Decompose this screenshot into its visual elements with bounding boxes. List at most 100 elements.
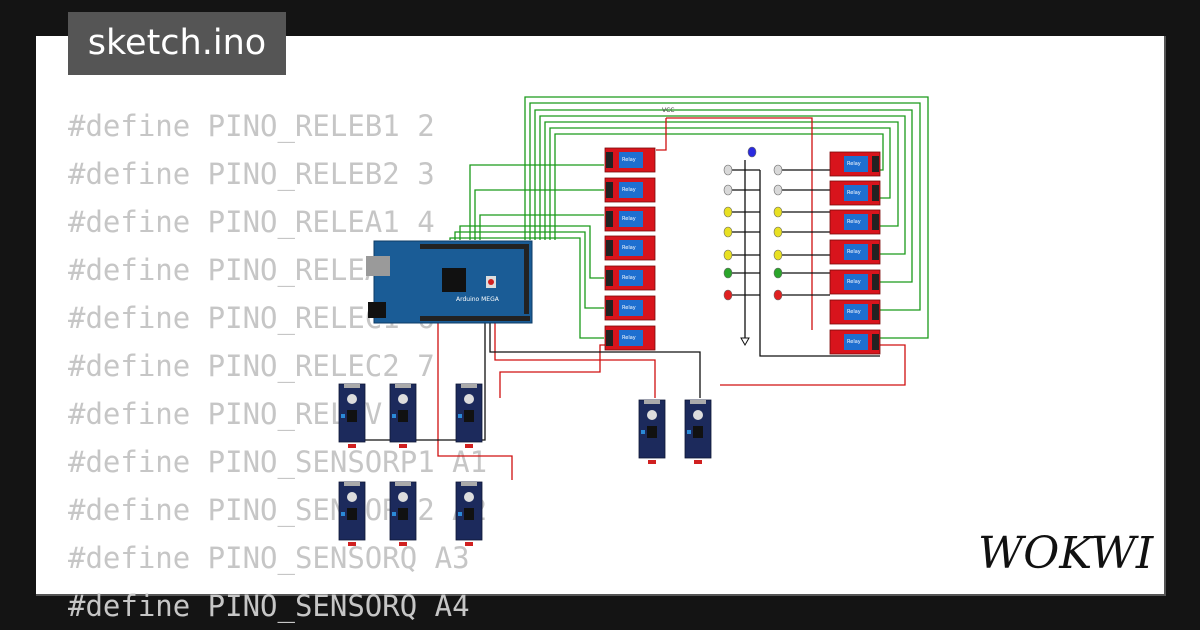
relay-terminal [872,274,879,290]
relay-coil [619,330,643,346]
code-line[interactable]: #define PINO_SENSORQ A3 [68,541,470,575]
sensor-probe [399,542,407,546]
relay-module: Relay [829,239,881,265]
sensor-pot [464,492,474,502]
relay-terminal [872,244,879,260]
sensor-pot [347,394,357,404]
code-line[interactable]: #define PINO_RELEC2 7 [68,349,435,383]
relay-terminal [606,330,613,346]
reset-dot [488,279,494,285]
relay-label: Relay [622,157,636,163]
relay-coil [844,214,868,230]
relay-terminal [606,270,613,286]
sensor-module [338,383,366,448]
relay-coil [844,185,868,201]
wire [474,189,604,240]
sensor-pot [347,492,357,502]
relay-module: Relay [829,180,881,206]
relay-coil [844,244,868,260]
sensor-chip [464,508,474,520]
wire [554,133,884,240]
sensor-led [641,430,645,434]
sensor-chip [398,410,408,422]
wire [499,344,605,398]
ground-symbol [740,337,750,347]
code-line[interactable]: #define PINO_RELEB2 3 [68,157,435,191]
wire [489,322,701,398]
relay-label: Relay [622,335,636,341]
wire [454,231,604,309]
sensor-pins [395,482,411,486]
sensor-led [458,414,462,418]
relay-coil [844,156,868,172]
file-name-tab[interactable]: sketch.ino [68,12,286,75]
wire [449,237,604,339]
relay-coil [619,270,643,286]
code-line[interactable]: #define PINO_RELEC1 6 [68,301,435,335]
led [723,226,733,238]
led [723,249,733,261]
relay-label: Relay [847,161,861,167]
relay-coil [844,274,868,290]
relay-terminal [606,182,613,198]
header-bottom [420,316,530,321]
relay-label: Relay [847,249,861,255]
usb-port [366,256,390,276]
sensor-chip [464,410,474,422]
code-line[interactable]: #define PINO_RELEA1 4 [68,205,435,239]
relay-terminal [872,156,879,172]
wire [529,102,921,311]
sensor-led [458,512,462,516]
wire [656,118,667,151]
sensor-probe [399,444,407,448]
relay-coil [619,182,643,198]
sensor-pins [344,482,360,486]
relay-module: Relay [829,151,881,177]
relay-label: Relay [622,187,636,193]
relay-terminal [606,211,613,227]
wires [352,96,929,480]
components: VCCRelayRelayRelayRelayRelayRelayRelayRe… [338,107,881,546]
relay-coil [619,152,643,168]
led [723,267,733,279]
header-side [524,244,529,314]
sensor-chip [347,410,357,422]
sensor-pins [644,400,660,404]
sensor-module [389,481,417,546]
relay-label: Relay [622,216,636,222]
wokwi-logo-text: WOKWI [978,528,1155,579]
led [723,206,733,218]
wire [524,96,929,339]
sensor-led [392,414,396,418]
sensor-pot [647,410,657,420]
relay-label: Relay [622,245,636,251]
sensor-pot [398,492,408,502]
relay-module: Relay [604,295,656,321]
relay-label: Relay [622,305,636,311]
relay-module: Relay [829,269,881,295]
relay-coil [619,211,643,227]
relay-coil [844,334,868,350]
relay-label: Relay [847,309,861,315]
sensor-module [684,399,712,464]
wire [494,322,656,398]
led [723,289,733,301]
code-line[interactable]: #define PINO_RELEB1 2 [68,109,435,143]
sensor-module [455,383,483,448]
sensor-led [341,512,345,516]
wokwi-logo: WOKWI [978,528,1155,579]
sensor-probe [648,460,656,464]
sensor-pins [461,384,477,388]
led [773,206,783,218]
relay-terminal [872,185,879,201]
code-line[interactable]: #define PINO_SENSORP1 A1 [68,445,488,479]
led [747,146,757,158]
wire [666,117,813,330]
sensor-probe [465,542,473,546]
code-editor[interactable]: #define PINO_RELEB1 2 #define PINO_RELEB2… [68,102,487,630]
vcc-label: VCC [662,107,674,114]
relay-coil [619,240,643,256]
led [723,184,733,196]
relay-module: Relay [829,209,881,235]
code-line[interactable]: #define PINO_SENSORQ A4 [68,589,470,623]
